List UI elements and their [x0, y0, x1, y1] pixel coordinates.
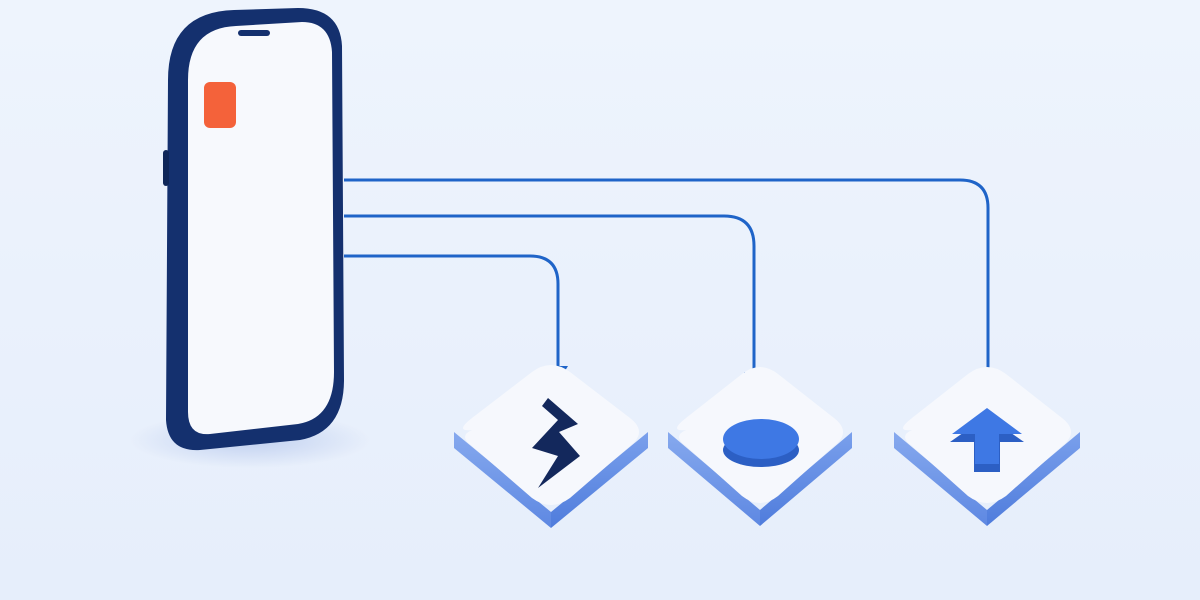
phone-speaker: [238, 30, 270, 36]
phone-side-button: [163, 150, 169, 186]
lightning-icon: [532, 398, 580, 488]
tile-side-left: [668, 432, 760, 526]
tile-side-left: [454, 432, 551, 528]
smartphone: [163, 8, 344, 451]
connector-lightning: [344, 254, 560, 368]
upload-tile: [894, 367, 1080, 526]
tile-side-right: [987, 432, 1080, 526]
connector-disc: [344, 214, 756, 374]
tile-side-right: [551, 432, 648, 528]
connector-upload: [344, 178, 990, 378]
lightning-tile: [454, 365, 648, 528]
disc-icon: [723, 419, 799, 459]
arrow-up-icon: [952, 408, 1022, 464]
tile-side-left: [894, 432, 987, 526]
app-badge: [204, 82, 236, 128]
tile-side-right: [760, 432, 852, 526]
disc-tile: [668, 367, 852, 526]
